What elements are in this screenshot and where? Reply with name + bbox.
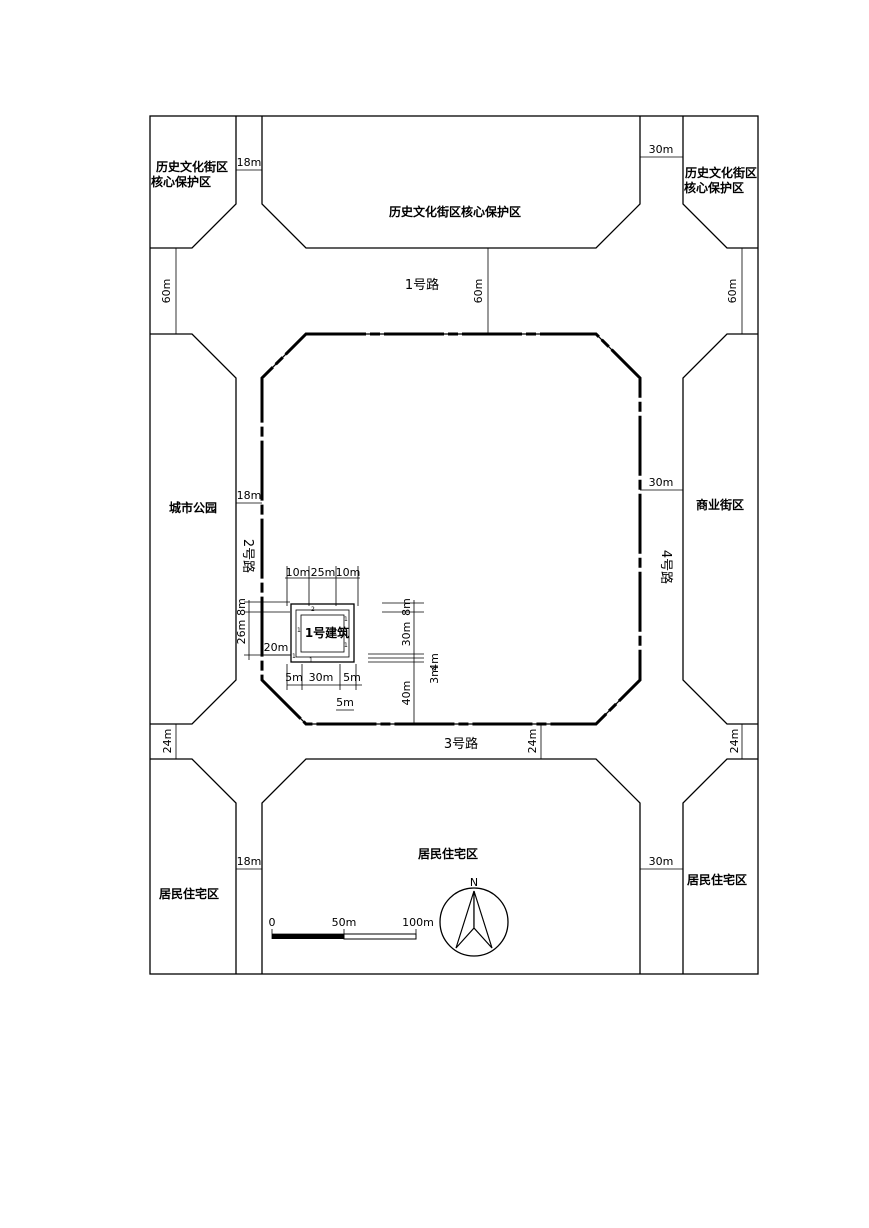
dim-building-10b: 10m bbox=[336, 566, 361, 579]
building-dimensions: 10m 25m 10m 8m 26m 20m 8m 30m 4m 3m 40m … bbox=[235, 566, 441, 724]
zone-heritage-top-center: 历史文化街区核心保护区 bbox=[389, 204, 521, 219]
dim-building-20: 20m bbox=[264, 641, 289, 654]
dim-left-24: 24m bbox=[161, 729, 174, 754]
zone-residential-center: 居民住宅区 bbox=[418, 846, 478, 861]
building-1: 1号建筑 2 1 1 1 1 1 bbox=[290, 603, 355, 664]
dim-building-40: 40m bbox=[400, 681, 413, 706]
dim-building-30-right: 30m bbox=[400, 622, 413, 647]
dim-building-3: 3m bbox=[428, 666, 441, 684]
dim-building-8-right: 8m bbox=[400, 598, 413, 616]
dim-top-left-road: 18m bbox=[237, 156, 262, 169]
building-mark-4: 1 bbox=[344, 642, 348, 649]
dim-mid-left-road: 18m bbox=[237, 489, 262, 502]
dim-center-24: 24m bbox=[526, 729, 539, 754]
dim-bottom-left-road: 18m bbox=[237, 855, 262, 868]
dim-bottom-right-road: 30m bbox=[649, 855, 674, 868]
zone-heritage-top-right-line1: 历史文化街区 bbox=[685, 165, 757, 180]
zone-residential-right: 居民住宅区 bbox=[687, 872, 747, 887]
zone-heritage-top-right-line2: 核心保护区 bbox=[684, 180, 744, 195]
zone-residential-left: 居民住宅区 bbox=[159, 886, 219, 901]
building-mark-6: 1 bbox=[292, 653, 296, 660]
dim-center-60: 60m bbox=[472, 279, 485, 304]
scale-label-50: 50m bbox=[332, 916, 357, 929]
building-mark-2: 1 bbox=[344, 616, 348, 623]
dim-building-10a: 10m bbox=[286, 566, 311, 579]
dim-left-60: 60m bbox=[160, 279, 173, 304]
dim-building-5c: 5m bbox=[336, 696, 354, 709]
dim-building-25: 25m bbox=[311, 566, 336, 579]
zone-heritage-top-left-line1: 历史文化街区 bbox=[156, 159, 228, 174]
road-dimensions: 18m 30m 60m 60m 60m 18m 30m 24m 24m 24m … bbox=[160, 143, 743, 870]
scale-bar: 0 50m 100m bbox=[269, 916, 434, 940]
building-1-label: 1号建筑 bbox=[305, 625, 349, 640]
zone-heritage-top-left-line2: 核心保护区 bbox=[151, 174, 211, 189]
dim-mid-right-road: 30m bbox=[649, 476, 674, 489]
dim-right-24: 24m bbox=[728, 729, 741, 754]
building-mark-1: 2 bbox=[311, 606, 315, 613]
scale-label-100: 100m bbox=[402, 916, 434, 929]
scale-label-0: 0 bbox=[269, 916, 276, 929]
dim-building-8-left: 8m bbox=[235, 598, 248, 616]
north-arrow-icon: N bbox=[439, 876, 509, 957]
dim-right-60: 60m bbox=[726, 279, 739, 304]
dim-building-5a: 5m bbox=[285, 671, 303, 684]
road-labels: 1号路 2号路 3号路 4号路 bbox=[240, 277, 674, 752]
dim-building-30-bottom: 30m bbox=[309, 671, 334, 684]
zone-city-park: 城市公园 bbox=[169, 500, 217, 515]
zone-labels: 历史文化街区 核心保护区 历史文化街区核心保护区 历史文化街区 核心保护区 城市… bbox=[151, 159, 757, 901]
road-1-label: 1号路 bbox=[405, 277, 439, 293]
dim-building-5b: 5m bbox=[343, 671, 361, 684]
road-4-label: 4号路 bbox=[658, 550, 674, 584]
building-mark-3: 1 bbox=[297, 627, 301, 634]
building-mark-5: 1 bbox=[309, 657, 313, 664]
zone-commercial: 商业街区 bbox=[696, 497, 744, 512]
dim-building-4: 4m bbox=[428, 653, 441, 671]
dim-top-right-road: 30m bbox=[649, 143, 674, 156]
road-3-label: 3号路 bbox=[444, 736, 478, 752]
site-boundary bbox=[260, 332, 642, 726]
dim-building-26: 26m bbox=[235, 620, 248, 645]
north-label: N bbox=[470, 876, 478, 889]
map-frame bbox=[149, 115, 759, 975]
road-2-label: 2号路 bbox=[240, 539, 256, 573]
